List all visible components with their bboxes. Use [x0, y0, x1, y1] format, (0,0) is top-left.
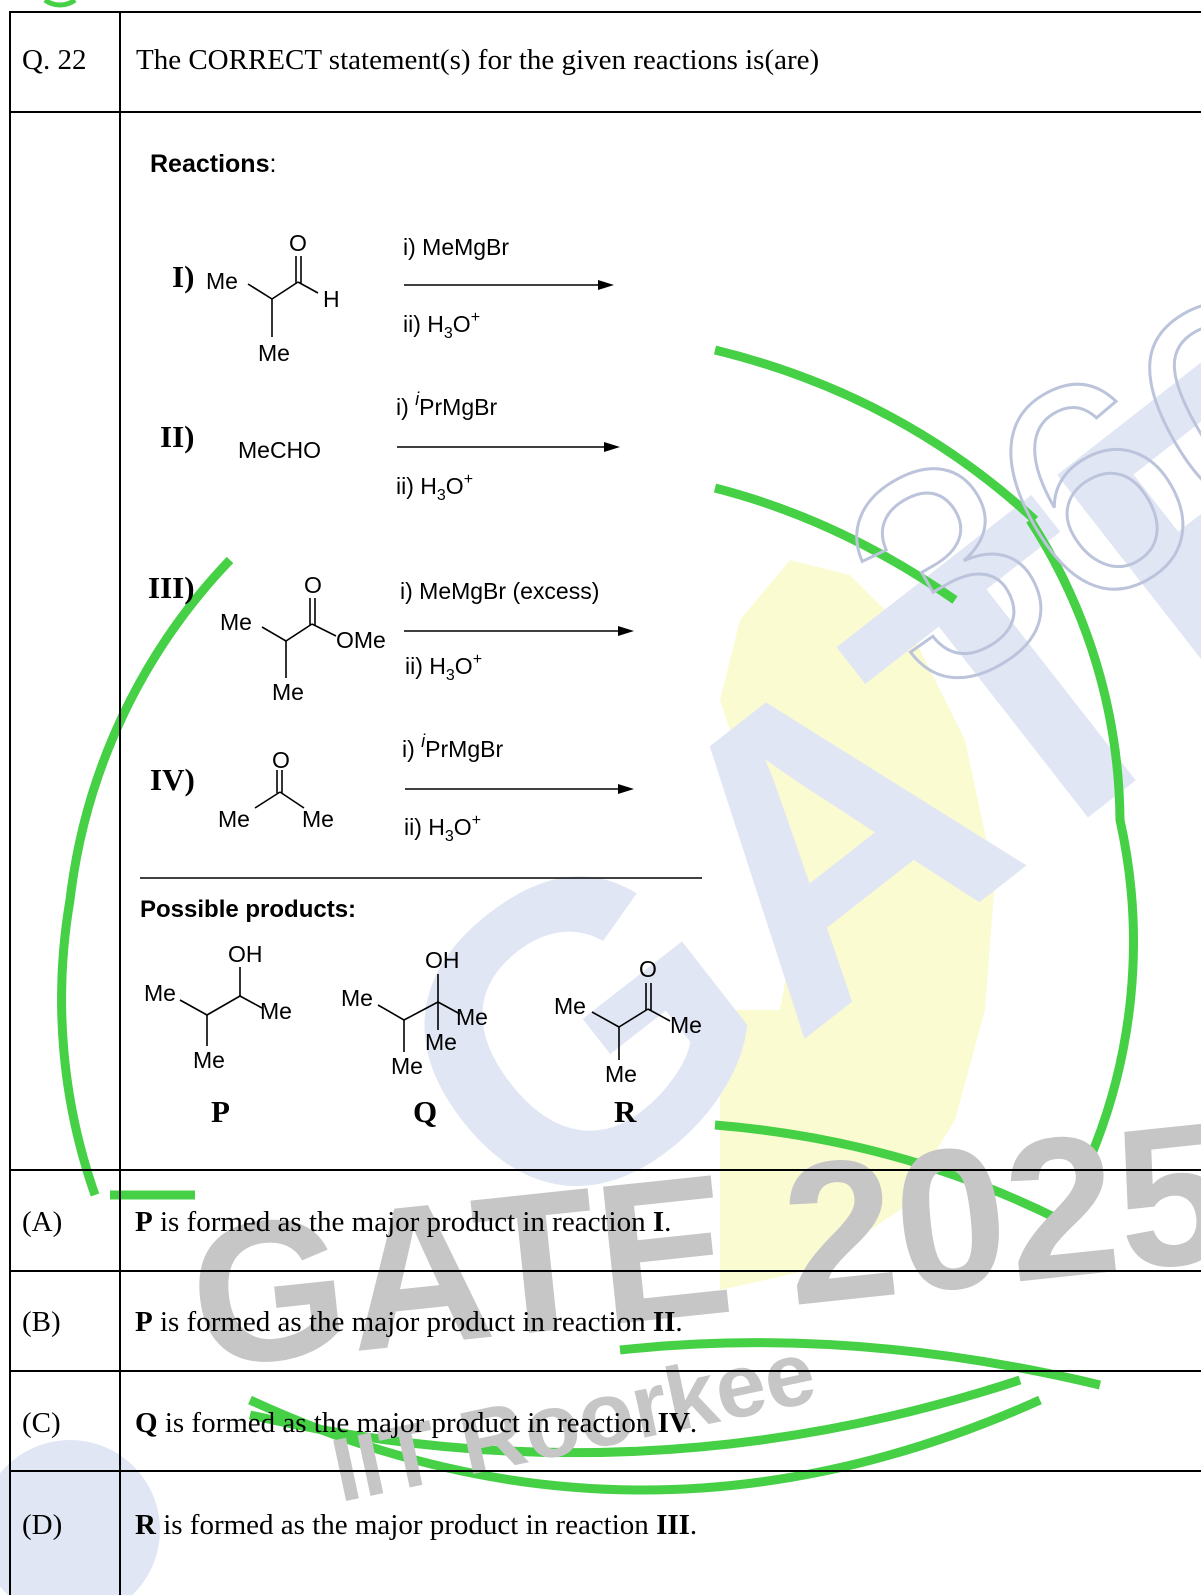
question-number: Q. 22	[22, 44, 87, 76]
atom-label: Me	[260, 998, 292, 1024]
atom-label: Me	[341, 985, 373, 1011]
product-ref: Q	[135, 1407, 158, 1439]
reactions-heading: Reactions:	[150, 150, 276, 178]
atom-label: Me	[302, 806, 334, 832]
atom-label: O	[639, 956, 657, 982]
reaction-label: II)	[160, 419, 194, 454]
table-border-top	[9, 11, 1201, 13]
option-body: is formed as the major product in reacti…	[152, 1206, 653, 1238]
reaction-ref: IV	[657, 1407, 690, 1439]
atom-label: O	[272, 747, 290, 773]
option-c-text[interactable]: Q is formed as the major product in reac…	[135, 1407, 697, 1440]
reagent-2: ii) H3O+	[396, 471, 473, 504]
option-end: .	[689, 1407, 698, 1439]
table-row-divider	[9, 111, 1201, 113]
atom-label: Me	[272, 679, 304, 705]
atom-label: O	[304, 572, 322, 598]
reaction-4: IV) O Me Me i) iPrMgBr ii) H3O+	[150, 731, 634, 845]
option-end: .	[664, 1206, 672, 1238]
atom-label: Me	[456, 1004, 488, 1030]
question-text: The CORRECT statement(s) for the given r…	[136, 44, 820, 76]
product-label: Q	[413, 1094, 437, 1129]
table-row-divider	[9, 1370, 1201, 1372]
product-p: OH Me Me Me P	[144, 941, 292, 1129]
reagent-2: ii) H3O+	[404, 812, 481, 845]
atom-label: OH	[425, 947, 460, 973]
option-body: is formed as the major product in reacti…	[157, 1407, 658, 1439]
option-c-label: (C)	[22, 1407, 61, 1439]
atom-label: Me	[605, 1061, 637, 1087]
reaction-1: I) O Me H Me i) MeMgBr ii) H3O+	[172, 230, 614, 366]
option-body: is formed as the major product in reacti…	[152, 1306, 653, 1338]
reagent-1: i) iPrMgBr	[396, 389, 497, 420]
product-label: P	[211, 1094, 230, 1129]
product-q: OH Me Me Me Me Q	[341, 947, 488, 1129]
option-body: is formed as the major product in reacti…	[155, 1509, 657, 1541]
option-b-text[interactable]: P is formed as the major product in reac…	[135, 1306, 683, 1339]
product-ref: P	[135, 1306, 153, 1338]
option-b-label: (B)	[22, 1306, 61, 1338]
option-a-label: (A)	[22, 1206, 63, 1238]
atom-label: Me	[670, 1012, 702, 1038]
table-column-divider	[119, 11, 121, 1595]
option-end: .	[689, 1509, 698, 1541]
reaction-label: III)	[148, 570, 195, 605]
atom-label: Me	[144, 980, 176, 1006]
option-end: .	[675, 1306, 683, 1338]
atom-label: Me	[220, 609, 252, 635]
reagent-2: ii) H3O+	[405, 651, 482, 684]
reagent-2: ii) H3O+	[403, 309, 480, 342]
product-ref: R	[135, 1509, 156, 1541]
reaction-arrow-icon	[618, 784, 634, 794]
atom-label: Me	[206, 268, 238, 294]
option-a-text[interactable]: P is formed as the major product in reac…	[135, 1206, 671, 1239]
atom-label: Me	[391, 1053, 423, 1079]
products-heading: Possible products:	[140, 896, 356, 923]
watermark-yellow-emblem	[720, 560, 995, 1290]
table-row-divider	[9, 1169, 1201, 1171]
atom-label: Me	[193, 1047, 225, 1073]
reaction-ref: I	[652, 1206, 665, 1238]
table-border-left	[9, 11, 11, 1595]
reagent-1: i) MeMgBr	[403, 234, 509, 260]
atom-label: OH	[228, 941, 263, 967]
reaction-ref: II	[652, 1306, 676, 1338]
table-row-divider	[9, 1270, 1201, 1272]
reaction-3: III) O Me OMe Me i) MeMgBr (excess) ii) …	[148, 570, 634, 705]
atom-label: OMe	[336, 627, 386, 653]
atom-label: H	[323, 286, 340, 312]
reagent-1: i) iPrMgBr	[402, 731, 503, 762]
reaction-2: II) MeCHO i) iPrMgBr ii) H3O+	[160, 389, 620, 504]
product-label: R	[614, 1094, 637, 1129]
atom-label: Me	[554, 993, 586, 1019]
table-row-divider	[9, 1470, 1201, 1472]
reaction-arrow-icon	[618, 626, 634, 636]
product-ref: P	[135, 1206, 153, 1238]
reaction-arrow-icon	[604, 442, 620, 452]
atom-label: Me	[258, 340, 290, 366]
atom-label: Me	[218, 806, 250, 832]
atom-label: O	[289, 230, 307, 256]
atom-label: Me	[425, 1029, 457, 1055]
reaction-ref: III	[656, 1509, 690, 1541]
reaction-label: I)	[172, 259, 194, 294]
substrate-label: MeCHO	[238, 437, 321, 463]
reagent-1: i) MeMgBr (excess)	[400, 578, 599, 604]
product-r: O Me Me Me R	[554, 956, 702, 1129]
option-d-label: (D)	[22, 1509, 63, 1541]
reaction-arrow-icon	[598, 280, 614, 290]
reaction-label: IV)	[150, 762, 195, 797]
option-d-text[interactable]: R is formed as the major product in reac…	[135, 1509, 697, 1542]
